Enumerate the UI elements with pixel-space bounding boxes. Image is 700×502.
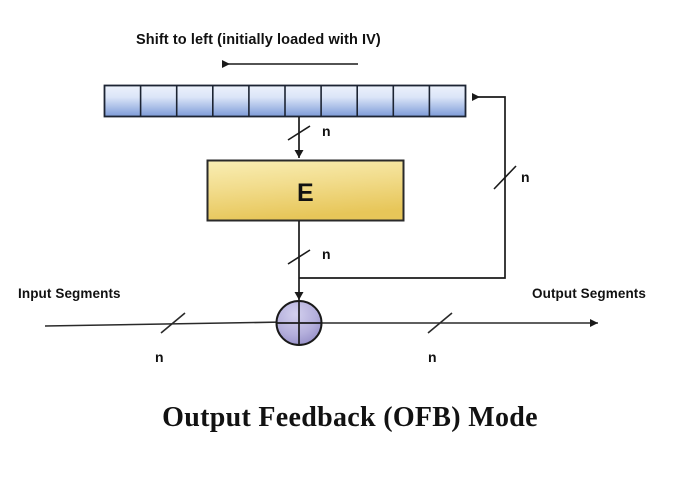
- xor-node: [275, 300, 323, 346]
- cipher-box-label: E: [297, 179, 314, 207]
- bus-width-label-cipher-to-xor: n: [322, 246, 331, 262]
- output-data-line: [320, 312, 598, 334]
- shift-register-dividers: [139, 86, 431, 116]
- bus-width-slash-mid: [287, 249, 311, 265]
- cipher-to-xor-line: [287, 221, 311, 300]
- bus-width-slash-output: [427, 312, 453, 334]
- cipher-box: [206, 159, 405, 222]
- register-to-cipher-line: [287, 117, 311, 158]
- bus-width-label-input: n: [155, 349, 164, 365]
- shift-register: [103, 84, 467, 118]
- bus-width-label-output: n: [428, 349, 437, 365]
- input-data-line: [44, 312, 286, 334]
- input-segments-label: Input Segments: [18, 286, 121, 301]
- bus-width-slash-feedback: [493, 165, 517, 190]
- diagram-caption: Output Feedback (OFB) Mode: [162, 402, 538, 433]
- bus-width-slash-input: [160, 312, 186, 334]
- feedback-path: [299, 93, 517, 279]
- bus-width-label-feedback: n: [521, 169, 530, 185]
- bus-width-label-register-to-cipher: n: [322, 123, 331, 139]
- shift-register-heading: Shift to left (initially loaded with IV): [136, 32, 381, 48]
- bus-width-slash-top: [287, 125, 311, 141]
- output-segments-label: Output Segments: [532, 286, 647, 301]
